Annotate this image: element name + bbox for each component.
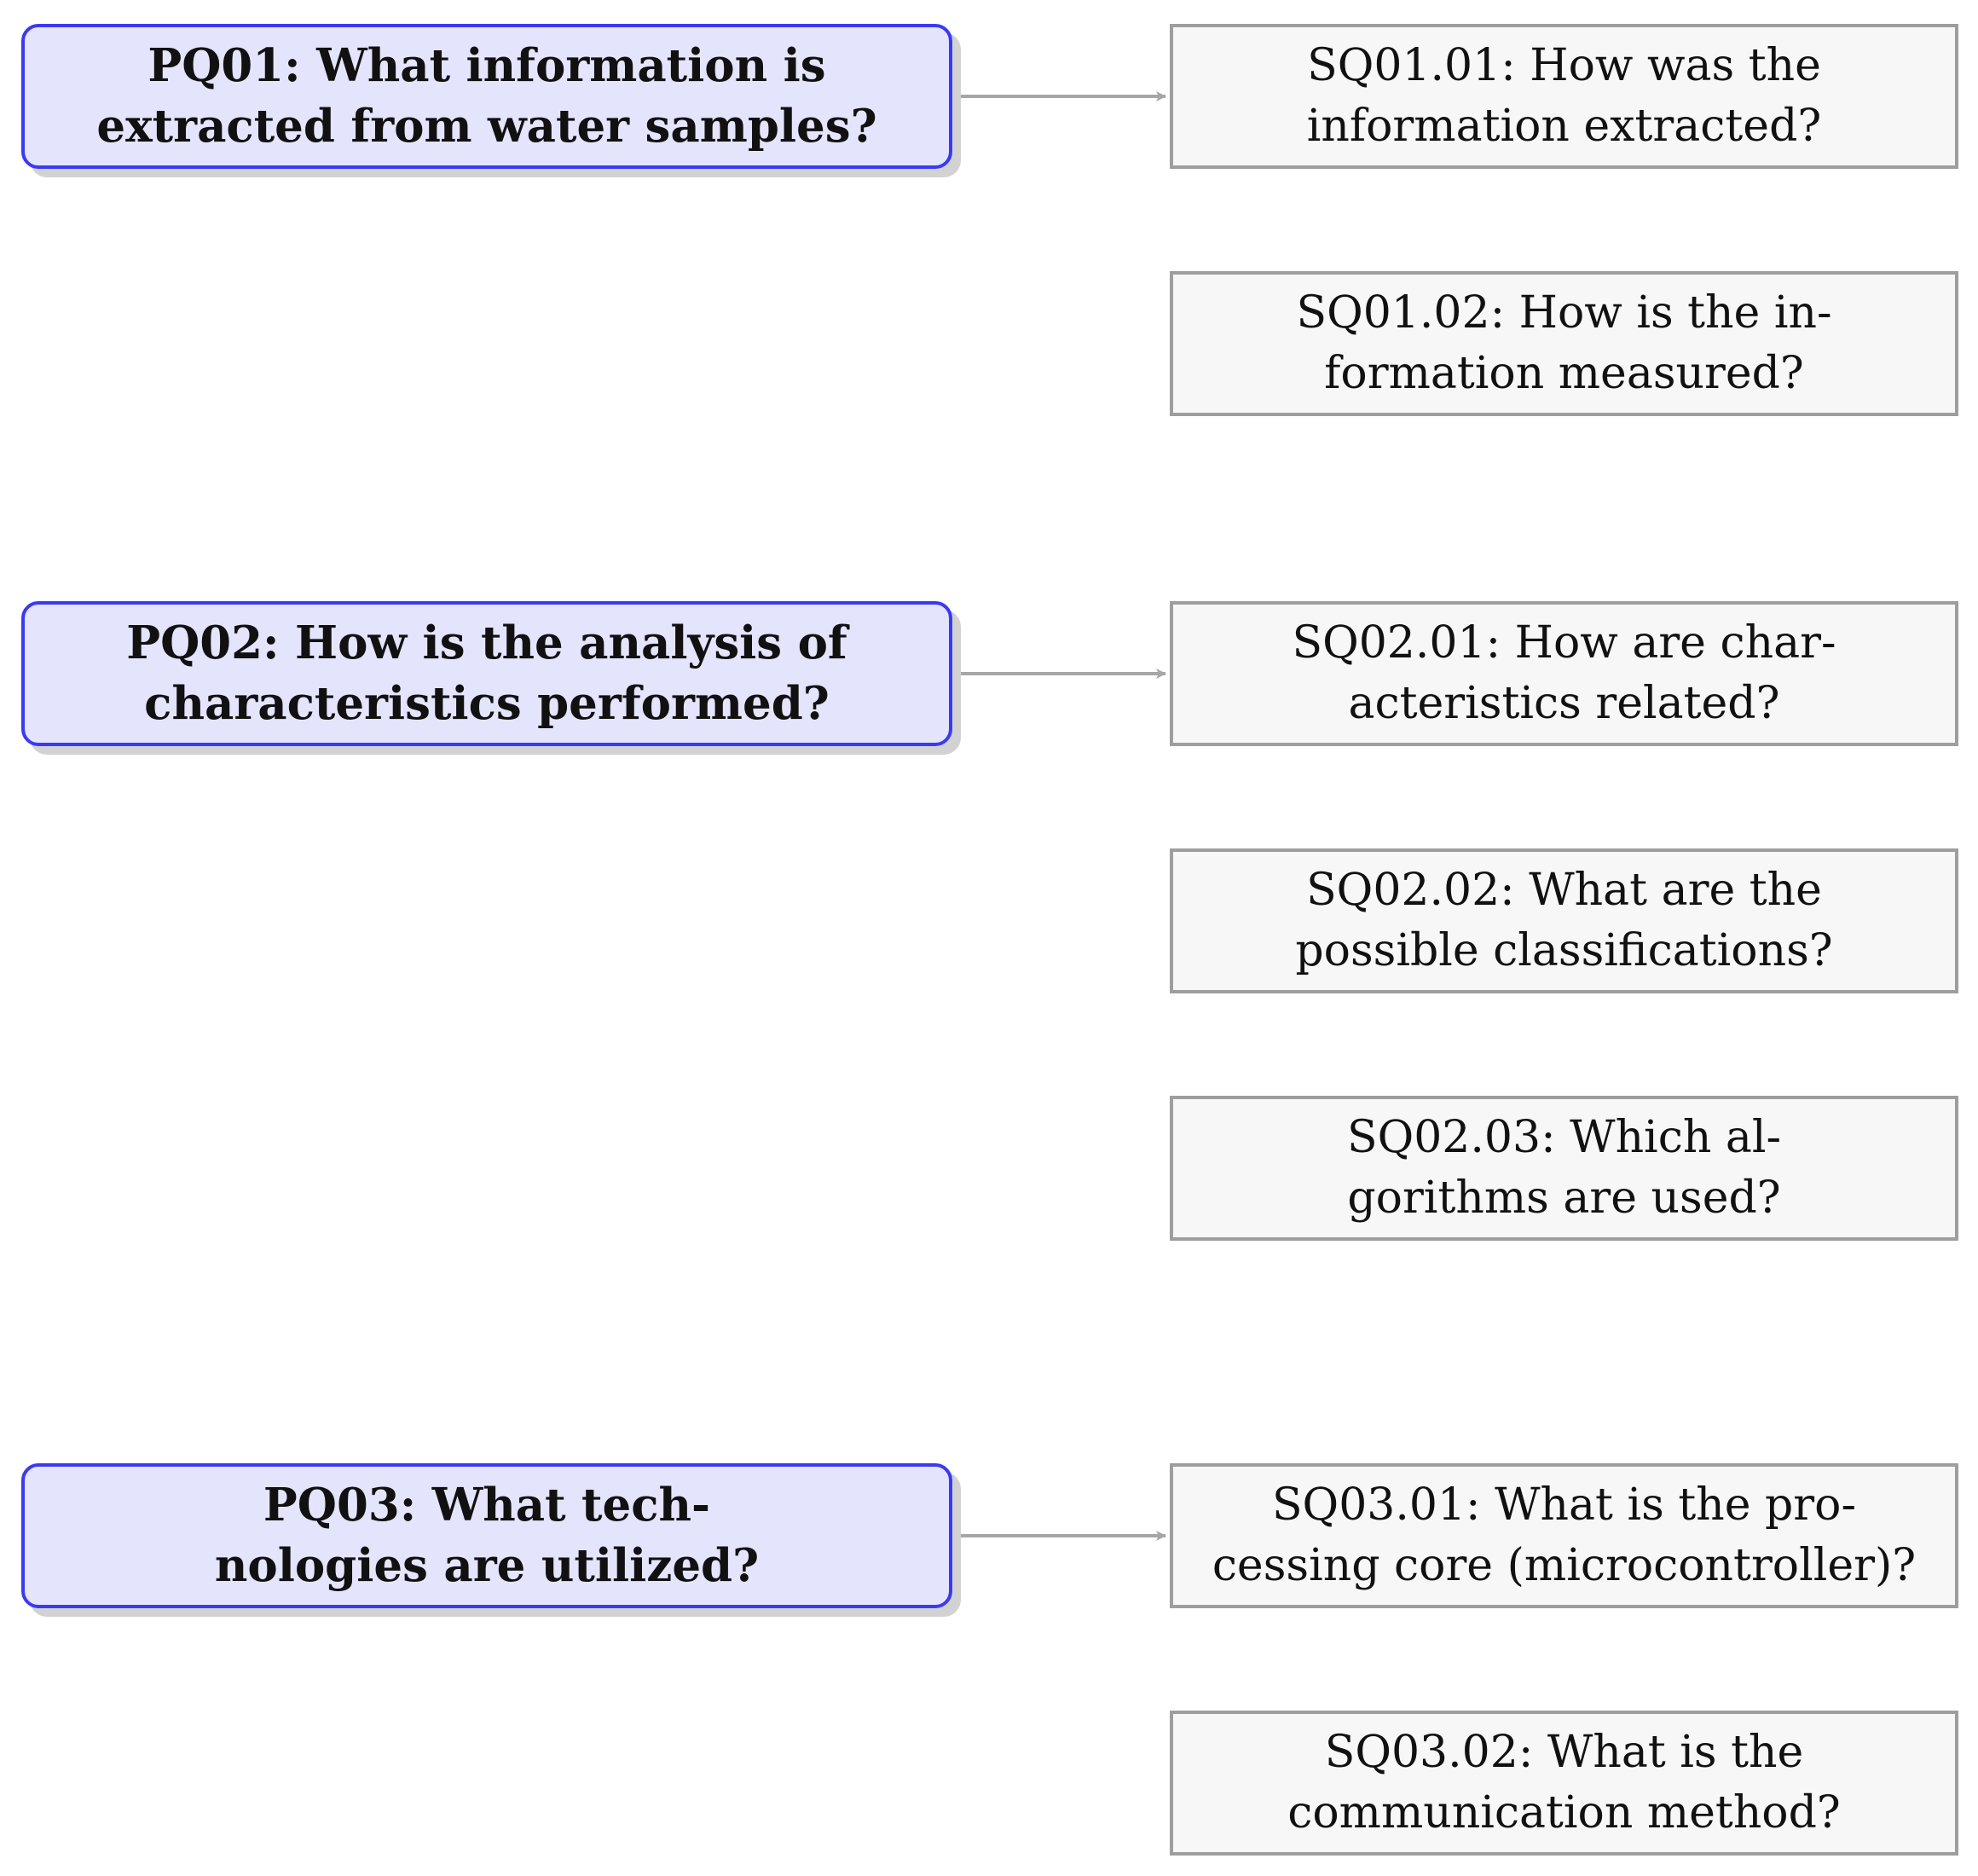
pq03-line-1: PQ03: What tech-	[263, 1479, 711, 1531]
sq02-03-line-1: SQ02.03: Which al-	[1346, 1112, 1782, 1163]
sq02-01-line-1: SQ02.01: How are char-	[1292, 617, 1836, 669]
sq02-02-line-2: possible classifications?	[1295, 925, 1833, 976]
sq03-01-line-1: SQ03.01: What is the pro-	[1271, 1479, 1857, 1531]
sq02-03-line-2: gorithms are used?	[1347, 1172, 1781, 1224]
sq03-01-line-2: cessing core (microcontroller)?	[1212, 1540, 1917, 1591]
sq01-02-line-2: formation measured?	[1324, 348, 1804, 399]
primary-question-pq03: PQ03: What tech- nologies are utilized?	[21, 1463, 952, 1608]
primary-question-pq02: PQ02: How is the analysis of characteris…	[21, 601, 952, 746]
secondary-question-sq01-01: SQ01.01: How was the information extract…	[1170, 24, 1958, 169]
pq03-line-2: nologies are utilized?	[214, 1539, 760, 1592]
secondary-question-sq03-01: SQ03.01: What is the pro- cessing core (…	[1170, 1463, 1958, 1608]
pq01-line-2: extracted from water samples?	[96, 100, 877, 153]
sq01-02-line-1: SQ01.02: How is the in-	[1296, 287, 1832, 339]
pq02-line-1: PQ02: How is the analysis of	[126, 617, 847, 669]
sq02-02-line-1: SQ02.02: What are the	[1306, 865, 1822, 916]
secondary-question-sq01-02: SQ01.02: How is the in- formation measur…	[1170, 271, 1958, 416]
sq02-01-line-2: acteristics related?	[1348, 678, 1780, 729]
pq01-line-1: PQ01: What information is	[147, 39, 826, 92]
sq03-02-line-1: SQ03.02: What is the	[1324, 1727, 1804, 1778]
secondary-question-sq03-02: SQ03.02: What is the communication metho…	[1170, 1711, 1958, 1856]
sq03-02-line-2: communication method?	[1287, 1787, 1841, 1838]
sq01-01-line-2: information extracted?	[1306, 101, 1822, 152]
secondary-question-sq02-01: SQ02.01: How are char- acteristics relat…	[1170, 601, 1958, 746]
primary-question-pq01: PQ01: What information is extracted from…	[21, 24, 952, 169]
sq01-01-line-1: SQ01.01: How was the	[1307, 40, 1821, 91]
pq02-line-2: characteristics performed?	[144, 677, 830, 730]
secondary-question-sq02-03: SQ02.03: Which al- gorithms are used?	[1170, 1096, 1958, 1241]
secondary-question-sq02-02: SQ02.02: What are the possible classific…	[1170, 848, 1958, 993]
